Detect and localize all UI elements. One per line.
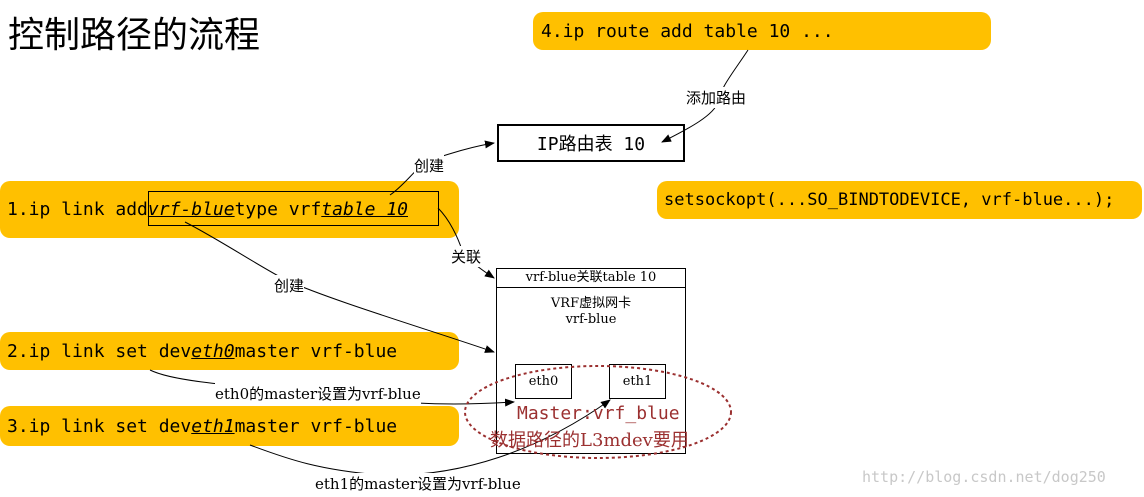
route-table-box: IP路由表 10 (497, 124, 685, 162)
associate-arrow (437, 207, 495, 279)
create-table-label: 创建 (414, 155, 445, 176)
vrf-box-line2: vrf-blue (565, 312, 617, 327)
step1-prefix: 1.ip link add (7, 199, 148, 220)
step1-mid: type vrf (234, 199, 322, 220)
step4-text: 4.ip route add table 10 ... (541, 20, 834, 42)
eth0-label: eth0 (528, 374, 559, 389)
eth0-master-label: eth0的master设置为vrf-blue (215, 383, 421, 404)
vrf-box-line1: VRF虚拟网卡 (550, 296, 632, 311)
associate-label: 关联 (451, 246, 482, 267)
create-vrf-label: 创建 (274, 275, 305, 296)
master-ellipse (464, 365, 732, 459)
route-table-label: IP路由表 10 (536, 134, 646, 155)
vrf-device-box: vrf-blue关联table 10 VRF虚拟网卡 vrf-blue (496, 268, 686, 454)
eth1-label: eth1 (622, 374, 653, 389)
eth1-master-label: eth1的master设置为vrf-blue (315, 473, 521, 494)
step1-vrf-name: vrf-blue (147, 199, 235, 220)
l3mdev-note: 数据路径的L3mdev要用 (490, 430, 689, 451)
step1-command: 1.ip link add vrf-blue type vrf table 10 (0, 181, 459, 238)
step3-command: 3.ip link set dev eth1 master vrf-blue (0, 406, 459, 446)
setsockopt-text: setsockopt(...SO_BINDTODEVICE, vrf-blue.… (664, 190, 1115, 210)
step2-command: 2.ip link set dev eth0 master vrf-blue (0, 332, 459, 370)
watermark: http://blog.csdn.net/dog250 (862, 468, 1106, 486)
master-note: Master:vrf_blue (517, 403, 680, 424)
step1-table: table 10 (321, 199, 408, 220)
step4-command: 4.ip route add table 10 ... (533, 12, 991, 50)
step3-suffix: master vrf-blue (234, 415, 398, 437)
step2-suffix: master vrf-blue (234, 340, 398, 362)
add-route-label: 添加路由 (686, 87, 747, 108)
setsockopt-command: setsockopt(...SO_BINDTODEVICE, vrf-blue.… (657, 181, 1142, 219)
page-title: 控制路径的流程 (8, 15, 261, 56)
step3-dev: eth1 (191, 415, 235, 437)
step3-prefix: 3.ip link set dev (7, 415, 192, 437)
vrf-box-header: vrf-blue关联table 10 (497, 269, 685, 288)
step2-prefix: 2.ip link set dev (7, 340, 192, 362)
step2-dev: eth0 (191, 340, 235, 362)
create-vrf-arrow (184, 221, 495, 353)
